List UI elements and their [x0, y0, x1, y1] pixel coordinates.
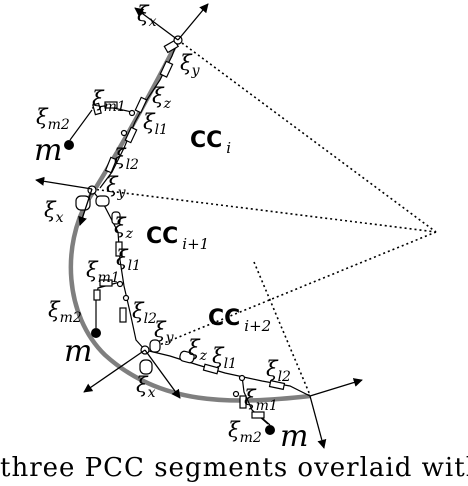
figure-caption: three PCC segments overlaid with their e…: [0, 453, 468, 483]
radius-lines: [91, 39, 437, 396]
label-xi-y-1: ξy: [180, 51, 201, 79]
label-xi-m1-3: ξm1: [244, 386, 278, 414]
mass-links: [69, 109, 271, 426]
label-xi-l1-3: ξl1: [212, 344, 237, 372]
label-xi-x-2: ξx: [44, 198, 64, 226]
label-xi-l1-1: ξl1: [143, 110, 168, 138]
mass-label-3: m: [280, 419, 308, 452]
mass-dots: [64, 140, 275, 435]
label-xi-l2-1: ξl2: [114, 145, 139, 173]
label-xi-z-1: ξz: [152, 84, 172, 112]
mass-label-1: m: [34, 133, 62, 168]
label-xi-m2-2: ξm2: [48, 298, 82, 326]
label-xi-l1-2: ξl1: [116, 246, 141, 274]
label-xi-z-3: ξz: [188, 336, 208, 364]
label-xi-l2-3: ξl2: [266, 357, 291, 385]
label-xi-y-3: ξy: [154, 318, 175, 346]
joint-labels: ξx ξy ξz ξl1 ξm1 ξm2 ξl2 ξy ξx ξz ξl1 ξm…: [36, 2, 291, 446]
label-xi-m1-2: ξm1: [86, 258, 120, 286]
label-xi-m2-3: ξm2: [228, 418, 262, 446]
mass-labels: m m m: [34, 133, 308, 452]
label-xi-m1-1: ξm1: [92, 87, 126, 115]
label-xi-m2-1: ξm2: [36, 105, 70, 133]
joint-elements: [75, 35, 286, 419]
label-xi-y-2: ξy: [106, 173, 127, 201]
label-xi-z-2: ξz: [114, 214, 134, 242]
label-xi-x-3: ξx: [136, 373, 156, 401]
label-xi-x-1: ξx: [137, 2, 157, 30]
mass-label-2: m: [64, 334, 92, 369]
label-xi-l2-2: ξl2: [132, 299, 157, 327]
frame-arrows: [35, 3, 363, 449]
